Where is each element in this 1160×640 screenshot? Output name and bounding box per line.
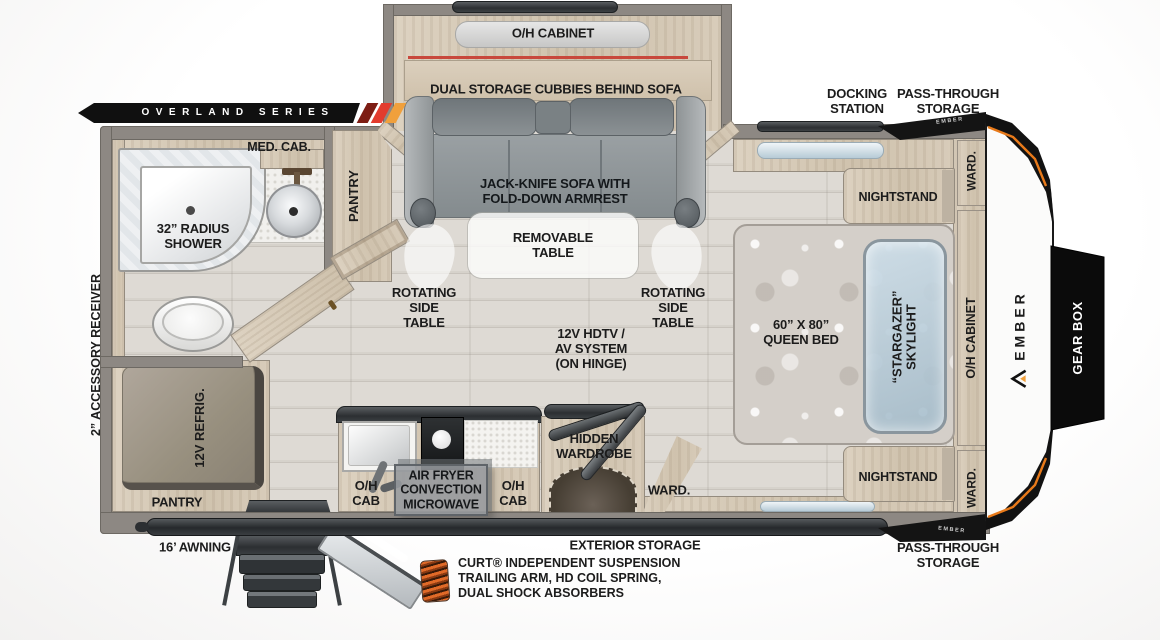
microwave-box [394, 464, 488, 516]
sofa-cupholder-right-icon [674, 198, 700, 228]
kitchen-sink-basin-icon [348, 425, 410, 466]
front-cap-bottom-edge [986, 418, 1053, 530]
series-banner: OVERLAND SERIES [78, 103, 408, 123]
awning-bar-end-cap [135, 522, 149, 532]
oh-cabinet-side-label: O/H CABINET [964, 297, 979, 379]
slide-roof-vent-bar [452, 1, 618, 13]
slide-out-right-wall [721, 4, 732, 131]
awning-rail-bar [146, 518, 888, 536]
sofa-back-cushion-left [432, 98, 537, 136]
cap-accent-bottom [987, 457, 1048, 519]
bath-faucet-icon [282, 168, 312, 175]
gear-box-label: GEAR BOX [1069, 301, 1085, 375]
side-table-right-label: ROTATING SIDE TABLE [640, 284, 706, 330]
awning-label: 16’ AWNING [159, 539, 231, 555]
sofa-back-cushion-right [569, 98, 674, 136]
side-table-left-label: ROTATING SIDE TABLE [391, 284, 457, 330]
docking-station-label: DOCKING STATION [827, 86, 887, 116]
shower-label: 32” RADIUS SHOWER [156, 221, 230, 251]
accessory-receiver-label: 2” ACCESSORY RECEIVER [89, 273, 104, 437]
kitchen-counter-white [464, 420, 538, 468]
nightstand-top [843, 168, 955, 224]
pantry-side-label: PANTRY [345, 170, 361, 222]
nightstand-bottom-label: NIGHTSTAND [858, 469, 938, 484]
hidden-wardrobe-label: HIDDEN WARDROBE [556, 431, 632, 461]
shower-drain-icon [186, 206, 195, 215]
stair-riser [236, 534, 330, 556]
bath-faucet-stem-icon [294, 172, 300, 190]
suspension-note-label: CURT® INDEPENDENT SUSPENSION TRAILING AR… [458, 556, 681, 600]
bedroom-window-bottom [760, 501, 875, 512]
sofa-center-armrest [535, 101, 571, 134]
med-cab-label: MED. CAB. [247, 139, 311, 154]
series-banner-bar [78, 103, 360, 123]
removable-table-label: REMOVABLE TABLE [512, 230, 594, 260]
nightstand-bottom [843, 446, 955, 502]
ward-top-label: WARD. [964, 151, 979, 191]
storage-cubby-strip [404, 60, 712, 101]
stargazer-skylight [863, 239, 947, 434]
ward-bottom-label: WARD. [964, 468, 979, 508]
brand-logo: EMBER [995, 290, 1034, 390]
oh-cab-left-label: O/H CAB [352, 478, 380, 508]
ward-mid-label: WARD. [647, 482, 691, 498]
refrigerator-label: 12V REFRIG. [191, 388, 207, 468]
microwave-label: AIR FRYER CONVECTION MICROWAVE [400, 468, 482, 512]
toilet-seat-icon [162, 303, 224, 341]
nightstand-top-label: NIGHTSTAND [858, 189, 938, 204]
pantry-bottom-label: PANTRY [151, 494, 203, 510]
pass-through-top-label: PASS-THROUGH STORAGE [896, 86, 1000, 116]
front-cap-top-edge [986, 114, 1053, 226]
docking-station-bar [757, 121, 884, 132]
bedroom-window-top [757, 142, 884, 159]
bath-sink-drain-icon [289, 207, 298, 216]
sofa-seat-seam-2 [600, 140, 602, 212]
led-strip [408, 56, 688, 59]
oh-cabinet-top-label: O/H CABINET [511, 25, 595, 41]
queen-bed-label: 60” X 80” QUEEN BED [763, 317, 839, 347]
brand-logo-text: EMBER [1011, 290, 1028, 361]
sofa-label: JACK-KNIFE SOFA WITH FOLD-DOWN ARMREST [479, 176, 631, 206]
cooktop-burner-icon [432, 430, 451, 449]
sofa-seat [418, 134, 692, 218]
oh-cabinet-side-door [957, 210, 987, 446]
sofa-seat-seam-1 [508, 140, 510, 212]
nightstand-bottom-side [942, 448, 954, 500]
oh-cab-right-label: O/H CAB [499, 478, 527, 508]
cap-accent-top [987, 125, 1048, 187]
dual-storage-label: DUAL STORAGE CUBBIES BEHIND SOFA [430, 81, 682, 97]
series-banner-label: OVERLAND SERIES [141, 107, 335, 118]
brand-logo-icon [1010, 369, 1027, 388]
stair-step-1 [239, 554, 325, 574]
skylight-label: “STARGAZER” SKYLIGHT [889, 290, 919, 384]
bathroom-bottom-wall [100, 356, 243, 368]
tv-label: 12V HDTV / AV SYSTEM (ON HINGE) [554, 325, 628, 371]
ward-top-door [957, 140, 987, 206]
nightstand-top-side [942, 170, 954, 222]
refrigerator-box [122, 366, 264, 490]
suspension-coil-icon [419, 559, 451, 603]
removable-table [468, 213, 638, 278]
stair-step-3 [247, 591, 317, 608]
oh-cabinet-door [455, 21, 650, 48]
exterior-storage-label: EXTERIOR STORAGE [569, 537, 701, 553]
stair-step-2 [243, 574, 321, 591]
pass-through-bottom-label: PASS-THROUGH STORAGE [896, 540, 1000, 570]
